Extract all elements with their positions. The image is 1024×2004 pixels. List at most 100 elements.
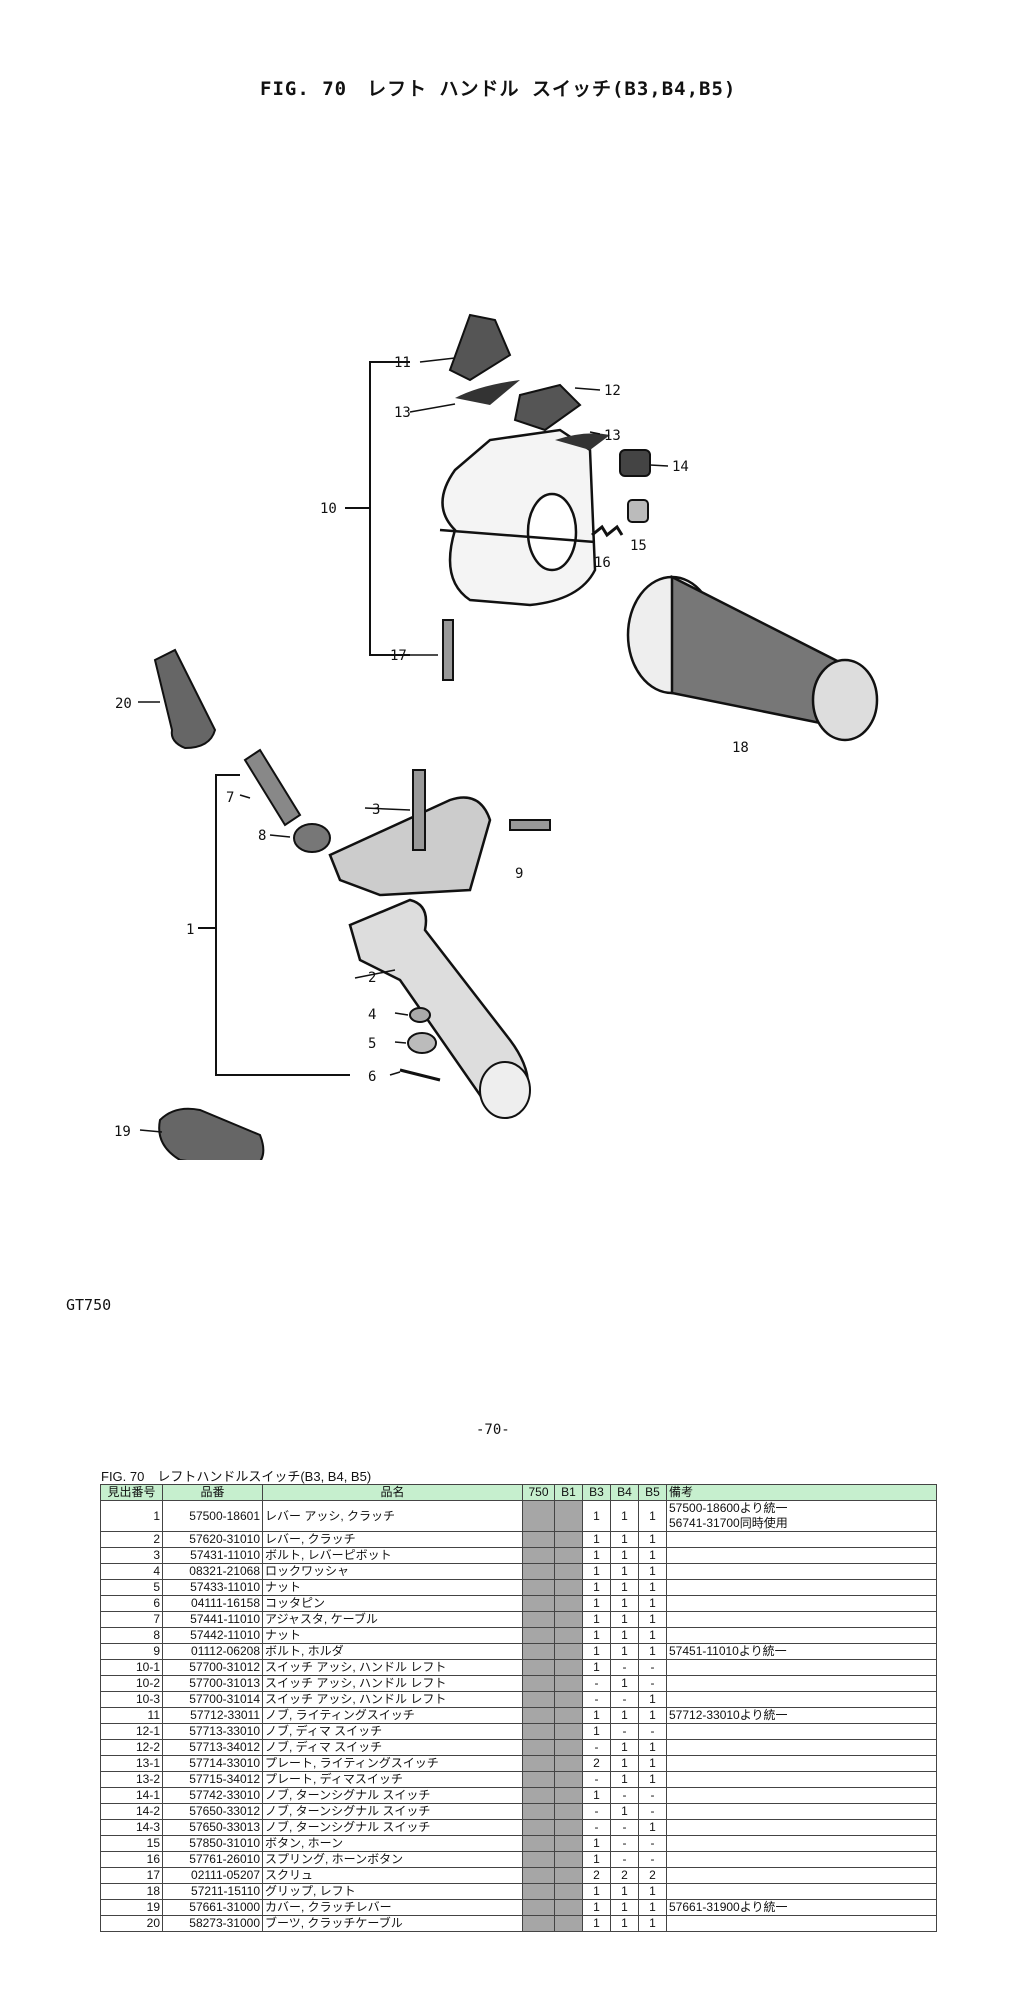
qty-b3-cell: 1 (582, 1899, 611, 1916)
figure-title: FIG. 70 レフト ハンドル スイッチ(B3,B4,B5) (260, 78, 737, 100)
qty-b5-cell: - (638, 1803, 667, 1820)
qty-b3-cell: - (582, 1675, 611, 1692)
column-header: 品番 (162, 1484, 263, 1501)
model-b1-cell (554, 1819, 583, 1836)
qty-b4-cell: 1 (610, 1547, 639, 1564)
qty-b5-cell: - (638, 1659, 667, 1676)
ref-number-cell: 8 (100, 1627, 163, 1644)
qty-b3-cell: 1 (582, 1835, 611, 1852)
ref-number-cell: 20 (100, 1915, 163, 1932)
ref-number-cell: 6 (100, 1595, 163, 1612)
part-name-cell: ボルト, レバーピボット (262, 1547, 523, 1564)
part-number-cell: 57713-34012 (162, 1739, 263, 1756)
part-name-cell: スイッチ アッシ, ハンドル レフト (262, 1675, 523, 1692)
remark-cell: 57661-31900より統一 (666, 1899, 937, 1916)
table-caption: FIG. 70 レフトハンドルスイッチ(B3, B4, B5) (101, 1469, 372, 1484)
qty-b3-cell: 1 (582, 1579, 611, 1596)
ref-number-cell: 5 (100, 1579, 163, 1596)
callout-label: 10 (320, 501, 337, 517)
part-name-cell: プレート, ディマスイッチ (262, 1771, 523, 1788)
ref-number-cell: 4 (100, 1563, 163, 1580)
qty-b5-cell: - (638, 1675, 667, 1692)
qty-b4-cell: - (610, 1787, 639, 1804)
qty-b4-cell: 1 (610, 1579, 639, 1596)
column-header: 見出番号 (100, 1484, 163, 1501)
qty-b4-cell: 1 (610, 1500, 639, 1532)
model-b1-cell (554, 1611, 583, 1628)
column-header: B5 (638, 1484, 667, 1501)
qty-b5-cell: 2 (638, 1867, 667, 1884)
qty-b5-cell: 1 (638, 1500, 667, 1532)
qty-b4-cell: 1 (610, 1883, 639, 1900)
cotter-pin (399, 1068, 441, 1082)
qty-b5-cell: - (638, 1835, 667, 1852)
cable-adjuster (243, 748, 302, 827)
qty-b5-cell: 1 (638, 1755, 667, 1772)
part-number-cell: 57742-33010 (162, 1787, 263, 1804)
qty-b3-cell: - (582, 1739, 611, 1756)
part-number-cell: 57700-31013 (162, 1675, 263, 1692)
part-name-cell: レバー アッシ, クラッチ (262, 1500, 523, 1532)
part-number-cell: 57650-33013 (162, 1819, 263, 1836)
ref-number-cell: 9 (100, 1643, 163, 1660)
ref-number-cell: 10-3 (100, 1691, 163, 1708)
model-b1-cell (554, 1739, 583, 1756)
ref-number-cell: 10-2 (100, 1675, 163, 1692)
remark-cell (666, 1771, 937, 1788)
callout-label: 5 (368, 1036, 376, 1052)
callout-label: 14 (672, 459, 689, 475)
qty-b3-cell: 2 (582, 1867, 611, 1884)
qty-b4-cell: 1 (610, 1803, 639, 1820)
remark-cell (666, 1531, 937, 1548)
remark-cell (666, 1723, 937, 1740)
ref-number-cell: 13-1 (100, 1755, 163, 1772)
qty-b5-cell: 1 (638, 1643, 667, 1660)
model-b1-cell (554, 1691, 583, 1708)
pivot-bolt (412, 769, 426, 851)
model-750-cell (522, 1547, 555, 1564)
knob-lighting (448, 313, 512, 382)
lever-nut (407, 1032, 437, 1054)
remark-cell: 57451-11010より統一 (666, 1643, 937, 1660)
part-number-cell: 57700-31014 (162, 1691, 263, 1708)
column-header: B3 (582, 1484, 611, 1501)
ref-number-cell: 14-3 (100, 1819, 163, 1836)
remark-cell (666, 1563, 937, 1580)
model-750-cell (522, 1691, 555, 1708)
model-b1-cell (554, 1787, 583, 1804)
callout-label: 8 (258, 828, 266, 844)
part-number-cell: 57661-31000 (162, 1899, 263, 1916)
qty-b3-cell: 1 (582, 1915, 611, 1932)
callout-label: 6 (368, 1069, 376, 1085)
qty-b4-cell: 1 (610, 1755, 639, 1772)
part-number-cell: 57714-33010 (162, 1755, 263, 1772)
qty-b3-cell: 1 (582, 1643, 611, 1660)
qty-b5-cell: - (638, 1787, 667, 1804)
qty-b4-cell: - (610, 1659, 639, 1676)
horn-button (627, 499, 649, 523)
part-number-cell: 57700-31012 (162, 1659, 263, 1676)
qty-b3-cell: 2 (582, 1755, 611, 1772)
model-b1-cell (554, 1867, 583, 1884)
ref-number-cell: 11 (100, 1707, 163, 1724)
model-b1-cell (554, 1643, 583, 1660)
model-b1-cell (554, 1851, 583, 1868)
model-b1-cell (554, 1595, 583, 1612)
knob-turn-signal (619, 449, 651, 477)
qty-b4-cell: 1 (610, 1771, 639, 1788)
remark-cell (666, 1835, 937, 1852)
remark-cell (666, 1755, 937, 1772)
qty-b5-cell: 1 (638, 1627, 667, 1644)
part-name-cell: スイッチ アッシ, ハンドル レフト (262, 1691, 523, 1708)
callout-label: 16 (594, 555, 611, 571)
remark-cell (666, 1867, 937, 1884)
